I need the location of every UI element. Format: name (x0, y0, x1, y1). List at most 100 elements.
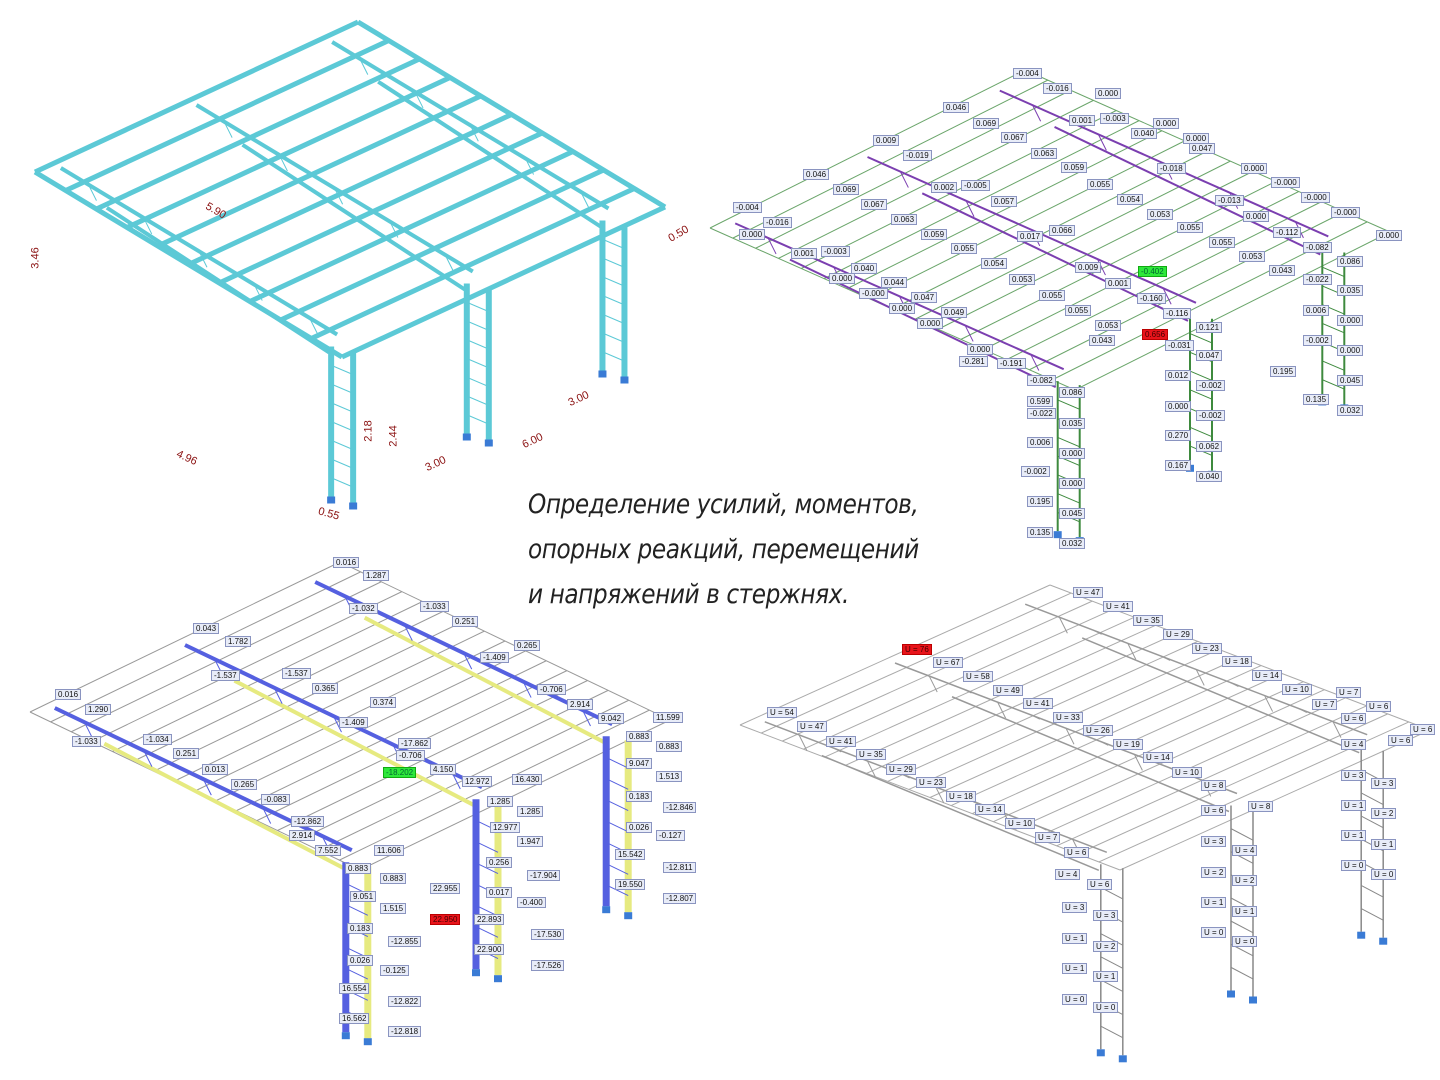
truss-diagonal (469, 125, 479, 142)
value-label: U = 26 (1083, 725, 1113, 736)
support-icon (1227, 990, 1235, 998)
truss-diagonal (997, 701, 1007, 719)
truss-diagonal (244, 672, 253, 678)
column-lacing (466, 414, 489, 425)
value-label: U = 19 (1113, 739, 1143, 750)
value-label: -0.004 (733, 202, 762, 213)
purlin (33, 19, 360, 175)
value-label: -0.031 (1165, 340, 1194, 351)
truss-diagonal (932, 310, 941, 316)
truss-bottom-chord (233, 678, 475, 807)
purlin (915, 160, 1231, 320)
value-label: 22.955 (430, 883, 461, 894)
purlin (782, 600, 1093, 742)
truss-diagonal (866, 281, 875, 287)
truss-diagonal (1161, 655, 1171, 661)
purlin (156, 93, 482, 249)
truss-diagonal (1264, 695, 1274, 712)
value-label: -12.855 (388, 936, 422, 947)
value-label: -0.000 (1331, 207, 1360, 218)
truss-diagonal (1031, 714, 1041, 720)
value-label: U = 8 (1201, 780, 1227, 791)
truss-diagonal (143, 750, 153, 767)
value-label: -1.409 (339, 717, 368, 728)
column-lacing (1230, 828, 1254, 841)
truss-diagonal (281, 300, 291, 306)
column-lacing (1057, 399, 1080, 410)
column-lacing (1057, 493, 1080, 504)
value-label: 16.554 (339, 983, 370, 994)
truss-diagonal (417, 237, 426, 243)
truss-bottom-chord (1081, 637, 1360, 754)
support-icon (484, 439, 493, 447)
truss-diagonal (1196, 177, 1206, 183)
value-label: 0.067 (1001, 132, 1028, 143)
purlin (153, 620, 464, 772)
truss-bottom-chord (363, 615, 606, 744)
truss-diagonal (997, 339, 1007, 345)
value-label: -0.127 (656, 830, 685, 841)
truss-top-chord (734, 222, 1065, 371)
purlin (937, 170, 1254, 330)
value-label: -0.002 (1021, 466, 1050, 477)
value-label: 0.044 (881, 277, 908, 288)
truss-diagonal (525, 158, 535, 175)
value-label: U = 49 (993, 685, 1023, 696)
truss-diagonal (451, 772, 461, 790)
truss-diagonal (1064, 244, 1073, 249)
truss-diagonal (552, 174, 562, 180)
value-label: 2.914 (289, 830, 316, 841)
value-label: 22.893 (474, 914, 505, 925)
value-label: 0.047 (1189, 143, 1216, 154)
purlin (50, 571, 361, 723)
value-label: U = 18 (1222, 656, 1252, 667)
truss-bottom-chord (105, 206, 331, 355)
value-label: U = 4 (1055, 869, 1081, 880)
value-label: 0.054 (1117, 194, 1144, 205)
value-label: 0.000 (1059, 478, 1086, 489)
truss-diagonal (582, 709, 591, 727)
truss-diagonal (522, 681, 532, 698)
value-label: 11.606 (374, 845, 404, 856)
value-label: -1.537 (211, 670, 240, 681)
caption-line-2: опорных реакций, перемещений (528, 534, 919, 565)
value-label: U = 29 (886, 764, 916, 775)
truss-bottom-chord (821, 754, 1100, 871)
value-label: 19.550 (615, 879, 646, 890)
purlin (218, 130, 544, 286)
value-label: 0.256 (486, 857, 513, 868)
purlin (29, 561, 341, 713)
column-lacing (602, 238, 625, 250)
value-label: U = 14 (1143, 752, 1173, 763)
value-label: -0.400 (517, 897, 546, 908)
value-label: U = 1 (1341, 830, 1367, 841)
value-label: 16.562 (339, 1013, 370, 1024)
truss-diagonal (171, 234, 180, 240)
value-label: 0.883 (380, 873, 407, 884)
value-label: -0.706 (537, 684, 566, 695)
value-label: 0.374 (370, 697, 397, 708)
purlin (126, 75, 452, 230)
value-label: 0.001 (1069, 115, 1096, 126)
truss-diagonal (1195, 669, 1205, 686)
truss-diagonal (1097, 258, 1106, 276)
truss-diagonal (1127, 643, 1137, 660)
truss-diagonal (362, 729, 372, 735)
value-label: 0.086 (1337, 256, 1364, 267)
value-label: 0.069 (973, 118, 1000, 129)
max-utilization-label: U = 76 (902, 644, 932, 655)
purlin (869, 140, 1185, 300)
value-label: U = 0 (1232, 936, 1258, 947)
value-label: -0.281 (959, 356, 988, 367)
value-label: -0.706 (396, 750, 425, 761)
value-label: 1.947 (517, 836, 544, 847)
value-label: U = 6 (1201, 805, 1227, 816)
value-label: 0.045 (1337, 375, 1364, 386)
value-label: -0.002 (1196, 380, 1225, 391)
value-label: 0.265 (231, 779, 258, 790)
purlin (1056, 705, 1367, 847)
column-lacing (1189, 370, 1213, 381)
value-label: 0.016 (55, 689, 82, 700)
value-label: 0.017 (486, 887, 513, 898)
value-label: U = 3 (1201, 836, 1227, 847)
